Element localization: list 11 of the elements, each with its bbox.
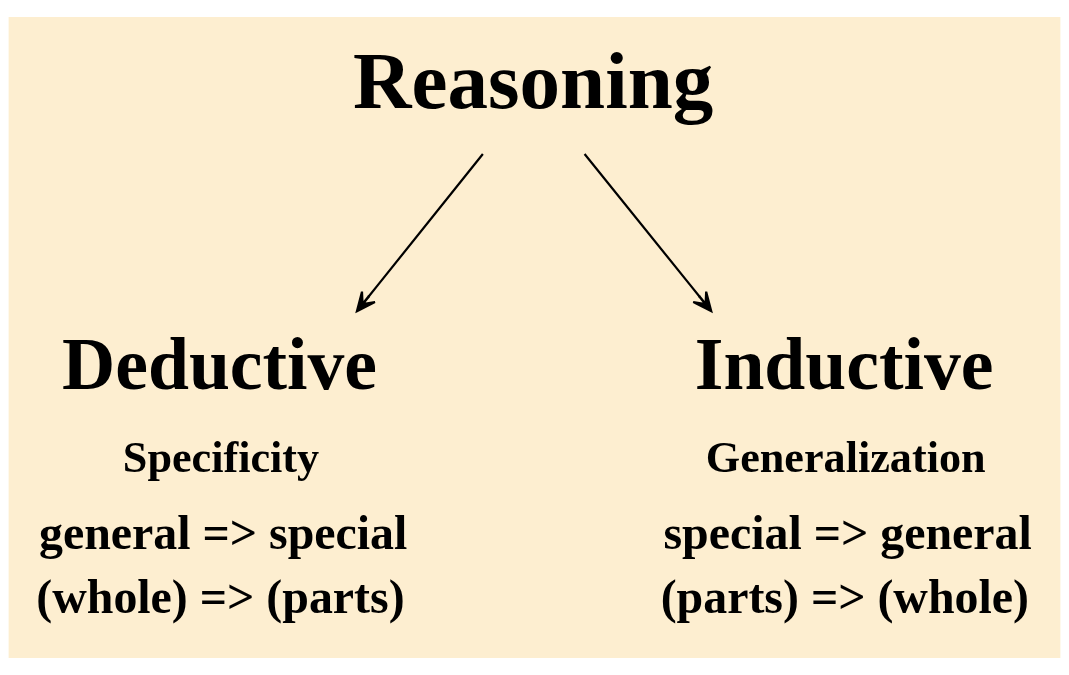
node-label: general => special — [39, 505, 408, 559]
arrow — [355, 153, 484, 313]
node-label: (whole) => (parts) — [36, 570, 405, 624]
node-label: Generalization — [705, 433, 986, 483]
node-text: Inductive — [694, 323, 994, 406]
node-text: Deductive — [62, 323, 378, 406]
node-label: special => general — [663, 505, 1032, 559]
arrow — [583, 153, 713, 313]
node-label: Specificity — [122, 433, 320, 483]
node-text: Reasoning — [353, 35, 714, 126]
node-label: (parts) => (whole) — [660, 570, 1030, 624]
